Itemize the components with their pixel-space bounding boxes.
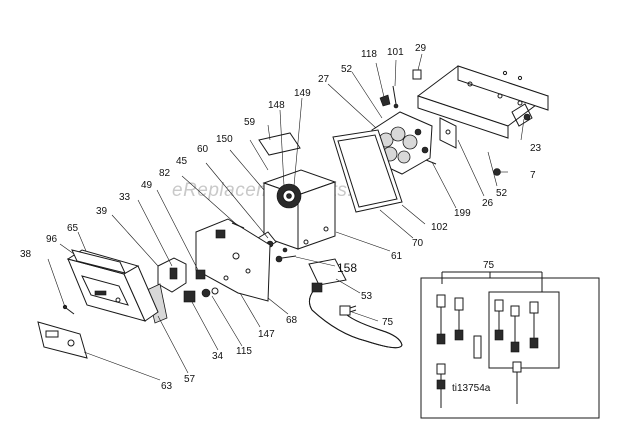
part-82-screw (231, 222, 245, 229)
callout-68: 68 (286, 315, 298, 326)
part-118-connector (379, 94, 391, 107)
callout-101: 101 (387, 47, 404, 58)
callout-150: 150 (216, 134, 233, 145)
part-158-fuse (275, 255, 297, 263)
callout-23: 23 (530, 143, 542, 154)
callout-52-top: 52 (341, 64, 353, 75)
callout-82: 82 (159, 168, 171, 179)
callout-57: 57 (184, 374, 196, 385)
part-63-label-overlay (37, 321, 88, 359)
callout-61: 61 (391, 251, 403, 262)
callout-75-cord: 75 (382, 317, 394, 328)
part-59-plate (258, 132, 301, 156)
callout-199: 199 (454, 208, 471, 219)
part-49-knob (195, 269, 206, 280)
part-39-switch-bracket (157, 257, 187, 293)
leader-lines (47, 53, 525, 381)
callout-96: 96 (46, 234, 58, 245)
part-53-plate (308, 258, 347, 286)
callout-147: 147 (258, 329, 275, 340)
callout-60: 60 (197, 144, 209, 155)
part-7-nut (493, 168, 501, 176)
callout-26: 26 (482, 198, 494, 209)
callout-70: 70 (412, 238, 424, 249)
callout-149: 149 (294, 88, 311, 99)
callout-118: 118 (361, 49, 377, 60)
part-34-knob (183, 290, 196, 303)
callout-7: 7 (530, 170, 536, 181)
part-70-rear-cover (332, 129, 403, 213)
callout-115: 115 (236, 346, 252, 357)
part-199-screw (425, 159, 437, 165)
callout-labels: 118 101 29 52 27 148 149 59 150 60 45 82… (20, 43, 542, 392)
callout-29: 29 (415, 43, 427, 54)
callout-52-right: 52 (496, 188, 508, 199)
figure-code: ti13754a (452, 383, 491, 394)
callout-45: 45 (176, 156, 188, 167)
part-96-gasket (71, 249, 126, 274)
part-61-chassis (262, 169, 337, 250)
part-101-screw (392, 85, 399, 109)
part-149-fan (276, 183, 302, 209)
callout-49: 49 (141, 180, 153, 191)
part-75-adapter-kit: ti13754a (420, 271, 600, 419)
callout-65: 65 (67, 223, 79, 234)
callout-34: 34 (212, 351, 224, 362)
callout-38: 38 (20, 249, 32, 260)
part-115-potentiometer (201, 287, 219, 298)
callout-63: 63 (161, 381, 173, 392)
part-68-power-cord (308, 282, 403, 349)
callout-53: 53 (361, 291, 373, 302)
callout-75-kit: 75 (483, 260, 495, 271)
part-147-control-board (195, 218, 271, 302)
callout-59: 59 (244, 117, 256, 128)
callout-39: 39 (96, 206, 108, 217)
callout-33: 33 (119, 192, 131, 203)
callout-158: 158 (337, 261, 357, 275)
callout-148: 148 (268, 100, 285, 111)
callout-102: 102 (431, 222, 448, 233)
part-23-base-bracket (416, 65, 550, 139)
part-29-clip (412, 69, 422, 80)
callout-27: 27 (318, 74, 330, 85)
